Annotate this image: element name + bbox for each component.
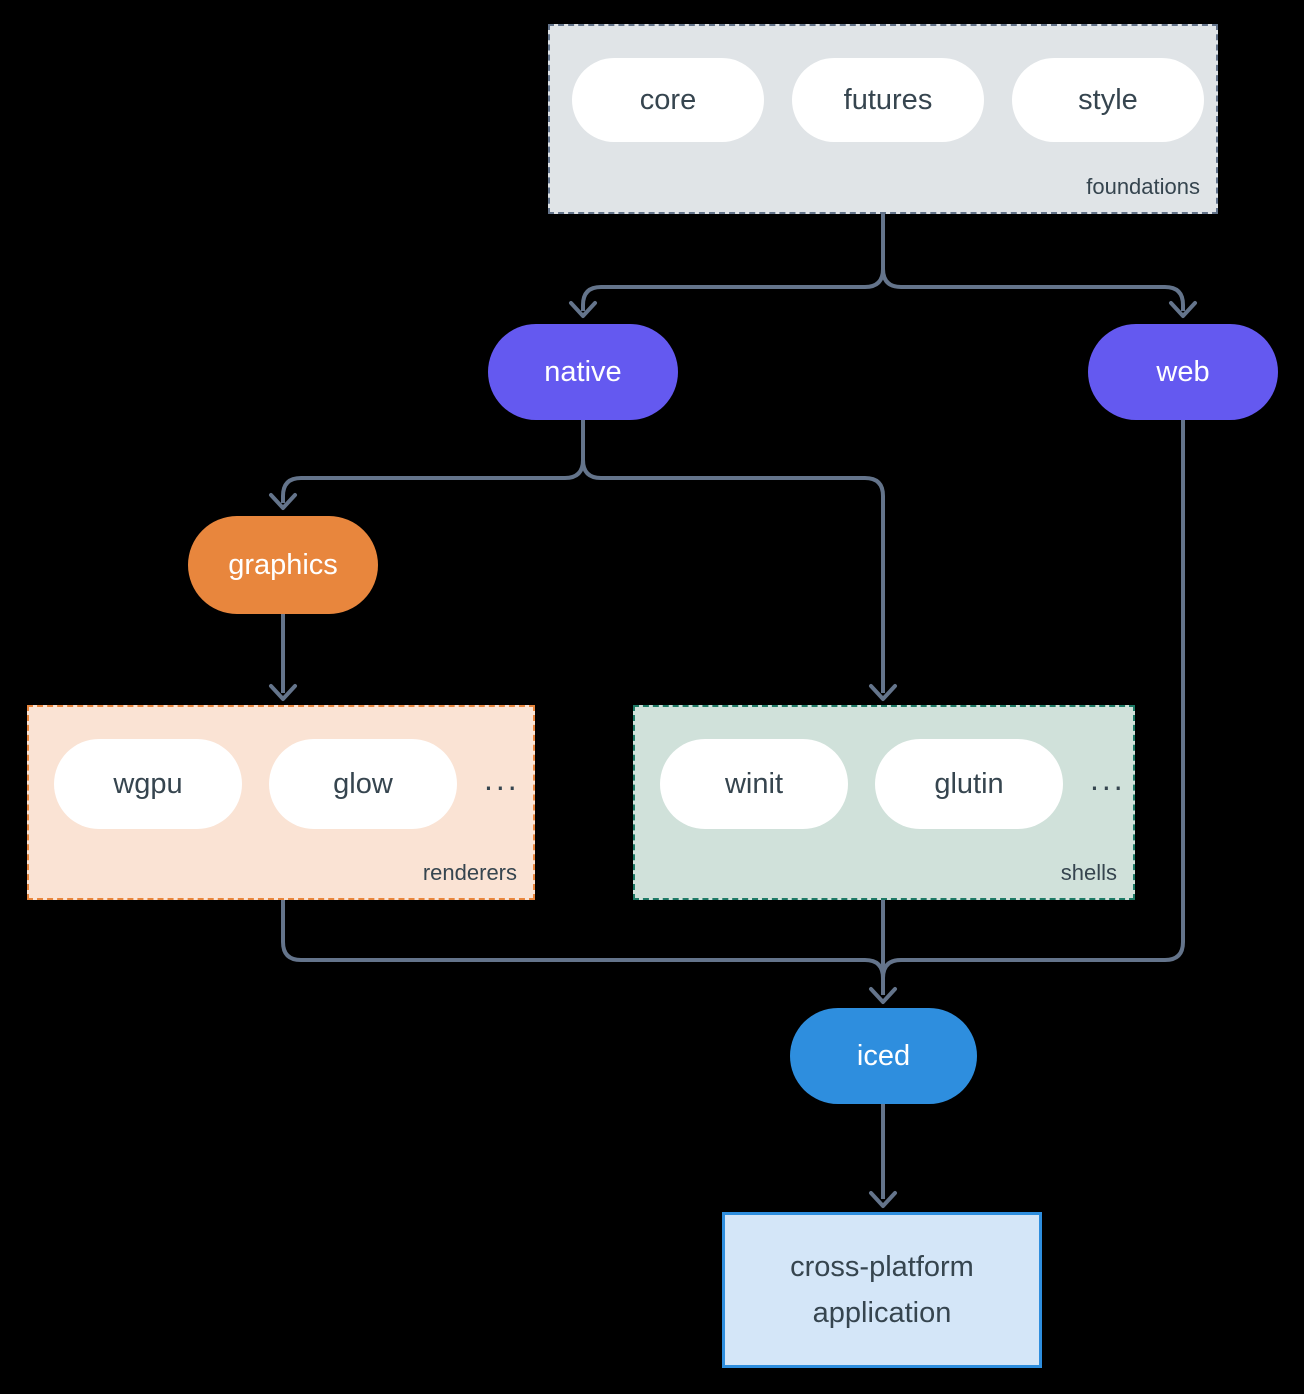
node-application-label: cross-platform application <box>790 1250 974 1329</box>
renderers-pill-row: wgpu glow ... <box>29 739 520 829</box>
node-winit: winit <box>660 739 848 829</box>
node-core-label: core <box>639 83 697 116</box>
node-web: web <box>1088 324 1278 420</box>
foundations-group: core futures style foundations <box>548 24 1218 214</box>
node-glutin-label: glutin <box>934 767 1004 800</box>
node-native: native <box>488 324 678 420</box>
shells-ellipsis: ... <box>1090 760 1126 797</box>
edge-native-graphics <box>269 420 585 510</box>
renderers-ellipsis: ... <box>484 760 520 797</box>
node-glow: glow <box>269 739 457 829</box>
shells-group-label: shells <box>1060 860 1117 885</box>
node-core: core <box>572 58 764 142</box>
node-futures-label: futures <box>843 83 933 116</box>
node-wgpu-label: wgpu <box>113 767 183 800</box>
node-application: cross-platform application <box>722 1212 1042 1368</box>
shells-group: winit glutin ... shells <box>633 705 1135 900</box>
node-futures: futures <box>792 58 984 142</box>
renderers-group-label: renderers <box>422 860 517 885</box>
edge-graphics-renderers <box>269 614 297 701</box>
node-style-label: style <box>1078 83 1138 116</box>
edge-native-shells <box>581 420 897 701</box>
foundations-pill-row: core futures style <box>550 58 1204 142</box>
edge-renderers-iced <box>281 900 885 995</box>
node-style: style <box>1012 58 1204 142</box>
edge-foundations-web <box>881 214 1197 318</box>
node-native-label: native <box>544 355 622 388</box>
shells-pill-row: winit glutin ... <box>635 739 1126 829</box>
edge-shells-iced <box>869 900 897 1004</box>
node-glow-label: glow <box>333 767 393 800</box>
node-graphics: graphics <box>188 516 378 614</box>
node-wgpu: wgpu <box>54 739 242 829</box>
node-winit-label: winit <box>724 767 783 800</box>
node-web-label: web <box>1156 355 1210 388</box>
edge-web-iced <box>881 420 1185 979</box>
renderers-group: wgpu glow ... renderers <box>27 705 535 900</box>
node-iced: iced <box>790 1008 977 1104</box>
edge-iced-application <box>869 1104 897 1208</box>
node-iced-label: iced <box>856 1039 911 1072</box>
node-graphics-label: graphics <box>228 548 338 581</box>
foundations-group-label: foundations <box>1086 174 1200 199</box>
edge-foundations-native <box>569 214 885 318</box>
node-glutin: glutin <box>875 739 1063 829</box>
